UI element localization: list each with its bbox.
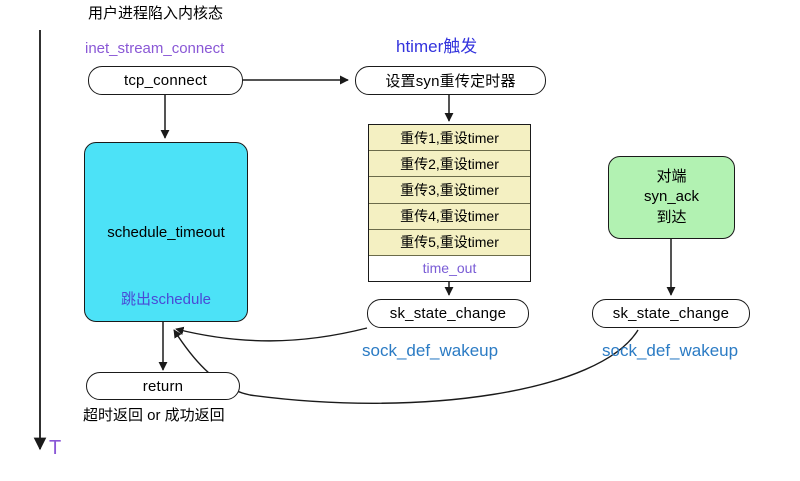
node-schedule-timeout[interactable]: schedule_timeout 跳出schedule [84,142,248,322]
node-peer-syn-ack-arrival[interactable]: 对端 syn_ack 到达 [608,156,735,239]
retransmission-table: 重传1,重设timer 重传2,重设timer 重传3,重设timer 重传4,… [368,124,531,282]
table-row-timeout: time_out [369,255,530,282]
table-row: 重传1,重设timer [369,125,530,152]
kernel-entry-title: 用户进程陷入内核态 [88,5,224,22]
inet-stream-connect-label: inet_stream_connect [85,40,225,57]
schedule-exit-label: 跳出schedule [120,291,212,308]
curve-wakeup-left [175,326,368,342]
node-return[interactable]: return [86,372,240,400]
peer-syn-ack-line-3: 到达 [656,208,687,226]
time-axis-label: T [49,437,62,459]
htimer-trigger-label: htimer触发 [396,37,478,56]
return-caption: 超时返回 or 成功返回 [83,407,225,424]
table-row: 重传2,重设timer [369,151,530,178]
table-row: 重传5,重设timer [369,229,530,256]
sock-def-wakeup-right-label: sock_def_wakeup [602,341,739,360]
peer-syn-ack-line-1: 对端 [656,168,687,186]
node-set-syn-retrans-timer[interactable]: 设置syn重传定时器 [355,66,546,95]
sock-def-wakeup-left-label: sock_def_wakeup [362,341,499,360]
peer-syn-ack-line-2: syn_ack [643,188,700,206]
schedule-timeout-label: schedule_timeout [107,223,225,241]
node-sk-state-change-left[interactable]: sk_state_change [367,299,529,328]
table-row: 重传4,重设timer [369,203,530,230]
table-row: 重传3,重设timer [369,177,530,204]
node-sk-state-change-right[interactable]: sk_state_change [592,299,750,328]
node-tcp-connect[interactable]: tcp_connect [88,66,243,95]
